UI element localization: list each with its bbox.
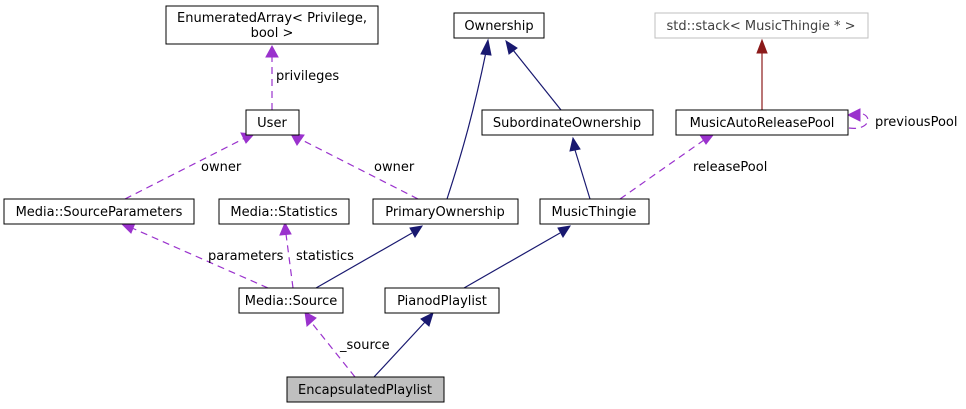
arrowhead-previouspool bbox=[846, 108, 861, 122]
arrowhead-encapsulated bbox=[420, 312, 434, 327]
arrowhead-statistics bbox=[279, 221, 292, 236]
arrowhead-musicthingie bbox=[569, 136, 581, 152]
label-parameters: parameters bbox=[208, 249, 284, 264]
node-primary-ownership[interactable]: PrimaryOwnership bbox=[372, 198, 519, 225]
node-media-statistics[interactable]: Media::Statistics bbox=[218, 198, 350, 225]
node-enumerated-array-line2: bool > bbox=[251, 26, 294, 41]
edge-subordinate-ownership bbox=[512, 49, 562, 111]
node-media-source[interactable]: Media::Source bbox=[238, 287, 344, 314]
arrowhead-primaryownership bbox=[480, 38, 492, 56]
node-media-statistics-label: Media::Statistics bbox=[230, 205, 337, 220]
node-media-source-parameters-label: Media::SourceParameters bbox=[16, 205, 183, 220]
arrowhead-source bbox=[409, 225, 424, 238]
edge-source-statistics bbox=[285, 233, 294, 289]
node-pianod-playlist[interactable]: PianodPlaylist bbox=[384, 287, 500, 314]
node-enumerated-array[interactable]: EnumeratedArray< Privilege, bool > bbox=[165, 5, 379, 45]
edge-encapsulated-pianod bbox=[373, 321, 426, 378]
node-user[interactable]: User bbox=[245, 109, 300, 136]
arrowhead-subordinate bbox=[505, 39, 518, 55]
label-privileges: privileges bbox=[276, 69, 339, 84]
edge-primaryownership-owner bbox=[301, 139, 419, 200]
edge-source-primaryownership bbox=[315, 232, 413, 289]
node-std-stack-label: std::stack< MusicThingie * > bbox=[667, 19, 856, 34]
arrowhead-owner-right bbox=[290, 133, 305, 146]
node-subordinate-ownership-label: SubordinateOwnership bbox=[493, 116, 641, 131]
label-owner-left: owner bbox=[201, 160, 242, 175]
arrowhead-privileges bbox=[265, 44, 279, 58]
label-owner-right: owner bbox=[374, 160, 415, 175]
node-music-auto-release-pool-label: MusicAutoReleasePool bbox=[690, 116, 835, 131]
edge-pianod-musicthingie bbox=[463, 232, 561, 289]
node-primary-ownership-label: PrimaryOwnership bbox=[385, 205, 505, 220]
node-music-thingie[interactable]: MusicThingie bbox=[539, 198, 650, 225]
edge-source-parameters bbox=[131, 227, 269, 289]
arrowhead-source-usage bbox=[304, 311, 317, 327]
node-subordinate-ownership[interactable]: SubordinateOwnership bbox=[481, 109, 654, 136]
node-user-label: User bbox=[257, 116, 287, 131]
node-music-auto-release-pool[interactable]: MusicAutoReleasePool bbox=[675, 109, 849, 136]
node-ownership-label: Ownership bbox=[464, 19, 533, 34]
edge-musicthingie-releasepool bbox=[619, 139, 705, 200]
node-pianod-playlist-label: PianodPlaylist bbox=[397, 294, 487, 309]
label-release-pool: releasePool bbox=[693, 160, 767, 175]
node-media-source-parameters[interactable]: Media::SourceParameters bbox=[3, 198, 195, 225]
arrowhead-releasepool bbox=[699, 134, 715, 145]
label-statistics: statistics bbox=[296, 249, 354, 264]
edge-primaryownership-ownership bbox=[446, 51, 487, 200]
node-enumerated-array-line1: EnumeratedArray< Privilege, bbox=[177, 11, 367, 26]
label-previous-pool: previousPool bbox=[875, 115, 957, 130]
edge-musicthingie-subordinate bbox=[574, 149, 591, 200]
node-media-source-label: Media::Source bbox=[245, 294, 337, 309]
edge-sourceparameters-owner bbox=[124, 137, 246, 200]
node-music-thingie-label: MusicThingie bbox=[552, 205, 637, 220]
arrowhead-pianod bbox=[557, 225, 572, 238]
arrowhead-stack bbox=[756, 38, 768, 54]
node-encapsulated-playlist-label: EncapsulatedPlaylist bbox=[298, 383, 432, 398]
node-std-stack[interactable]: std::stack< MusicThingie * > bbox=[654, 12, 869, 39]
node-ownership[interactable]: Ownership bbox=[453, 12, 545, 39]
label-source: _source bbox=[339, 338, 390, 353]
node-encapsulated-playlist[interactable]: EncapsulatedPlaylist bbox=[286, 376, 445, 403]
